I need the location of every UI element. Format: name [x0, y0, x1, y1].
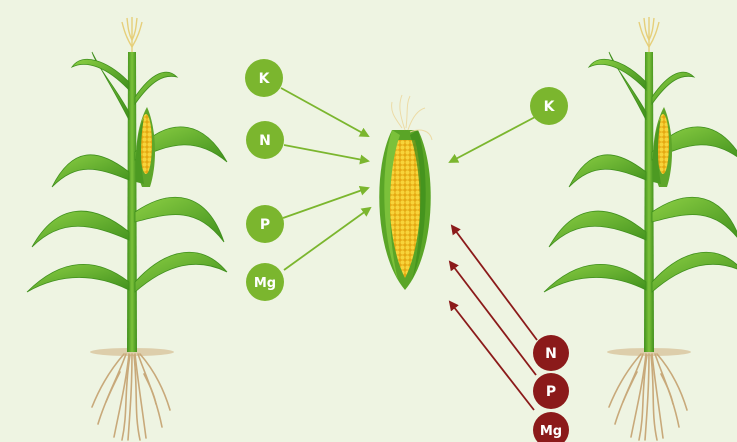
arrow-icon [452, 226, 537, 340]
nutrient-out-mg: Mg [533, 412, 569, 442]
arrow-icon [450, 116, 537, 162]
nutrient-out-p-label: P [546, 384, 556, 400]
nutrient-in-n-label: N [259, 133, 271, 149]
nutrient-in-p-label: P [260, 217, 270, 233]
arrow-icon [281, 88, 368, 136]
nutrient-in-right-k-label: K [544, 99, 556, 115]
nutrient-in-mg-label: Mg [254, 276, 276, 291]
corn-plant-icon [544, 17, 737, 440]
corn-plant-icon [27, 17, 227, 440]
arrow-icon [284, 208, 370, 270]
nutrient-out-mg-label: Mg [540, 424, 562, 439]
arrow-icon [284, 145, 368, 161]
nutrient-in-mg: Mg [246, 263, 284, 301]
nutrient-in-k-label: K [259, 71, 271, 87]
nutrient-out-n-label: N [545, 346, 557, 362]
corn-cob-icon [379, 95, 432, 290]
nutrient-in-n: N [246, 121, 284, 159]
arrow-icon [283, 188, 368, 218]
outgoing-arrows [450, 226, 537, 410]
nutrient-in-k: K [245, 59, 283, 97]
nutrient-in-right-k: K [530, 87, 568, 125]
nutrient-in-p: P [246, 205, 284, 243]
nutrient-out-p: P [533, 373, 569, 409]
nutrient-out-n: N [533, 335, 569, 371]
